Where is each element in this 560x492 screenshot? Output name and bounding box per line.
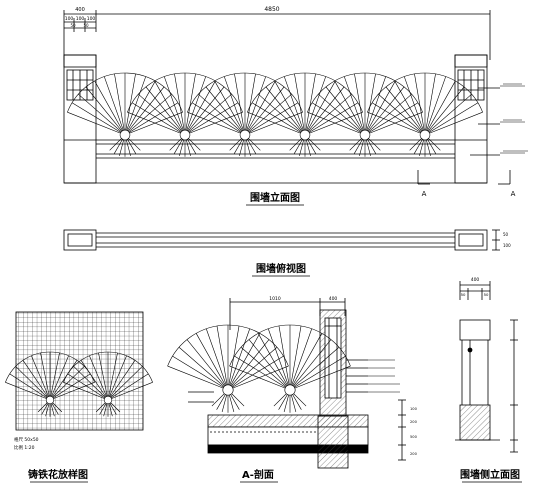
pillar-sub-dim: 100 [76,16,85,22]
grid-scale-note: 格尺 50x50 [14,436,39,443]
iron-fan-ornaments [67,72,483,157]
grid-ratio-note: 比例 1:20 [14,444,35,451]
overall-width-label: 4850 [264,6,279,13]
fan-ornament [167,324,289,413]
section-height-dim: 100 [410,407,418,411]
iron-pattern-title: 铸铁花放样图 [28,468,88,481]
fan-ornament [307,72,423,157]
section-top-width: 1010 [269,296,281,302]
fan-ornament [5,351,95,417]
fan-ornament [367,72,483,157]
pillar-sub-dim-2: 50 [83,23,89,28]
pillar-sub-dim-2: 50 [70,23,76,28]
section-title: A-剖面 [242,468,274,481]
section-height-dim: 200 [410,420,418,424]
wall-plan [63,229,500,251]
section-marker-left: A [422,190,427,198]
elevation-title: 围墙立面图 [250,191,300,204]
fan-ornament [63,351,153,417]
pillar-width-label: 400 [75,7,85,13]
elevation-notes [503,83,528,152]
section-height-dim: 200 [410,452,418,456]
pillar-sub-dim: 100 [87,16,96,22]
fan-ornament [67,72,183,157]
section-fan-ornaments [167,324,351,413]
wall-elevation [63,10,525,185]
fan-ornament [187,72,303,157]
iron-pattern-fans [5,351,153,417]
plan-dim: 50 [503,232,509,237]
elevation-dimension-text: 4850 400 100 100 100 50 50 A A [65,6,516,198]
section-height-dim: 500 [410,435,418,439]
plan-dim: 100 [503,243,511,248]
side-pillar-cap [459,319,491,341]
side-top-dim: 50 [484,292,489,297]
plan-left-pillar [63,229,97,251]
side-top-dim: 50 [461,292,466,297]
side-elevation-drawing [455,281,518,453]
section-marker-right: A [511,190,516,198]
fan-ornament [127,72,243,157]
side-elevation-title: 围墙侧立面图 [460,468,520,481]
section-a-drawing [188,298,406,469]
fan-ornament [229,324,351,413]
pillar-sub-dim: 100 [65,16,74,22]
section-pillar-width: 400 [329,296,338,302]
plan-title: 围墙俯视图 [256,262,306,275]
side-top-dim: 400 [471,277,480,283]
plan-right-pillar [454,229,488,251]
